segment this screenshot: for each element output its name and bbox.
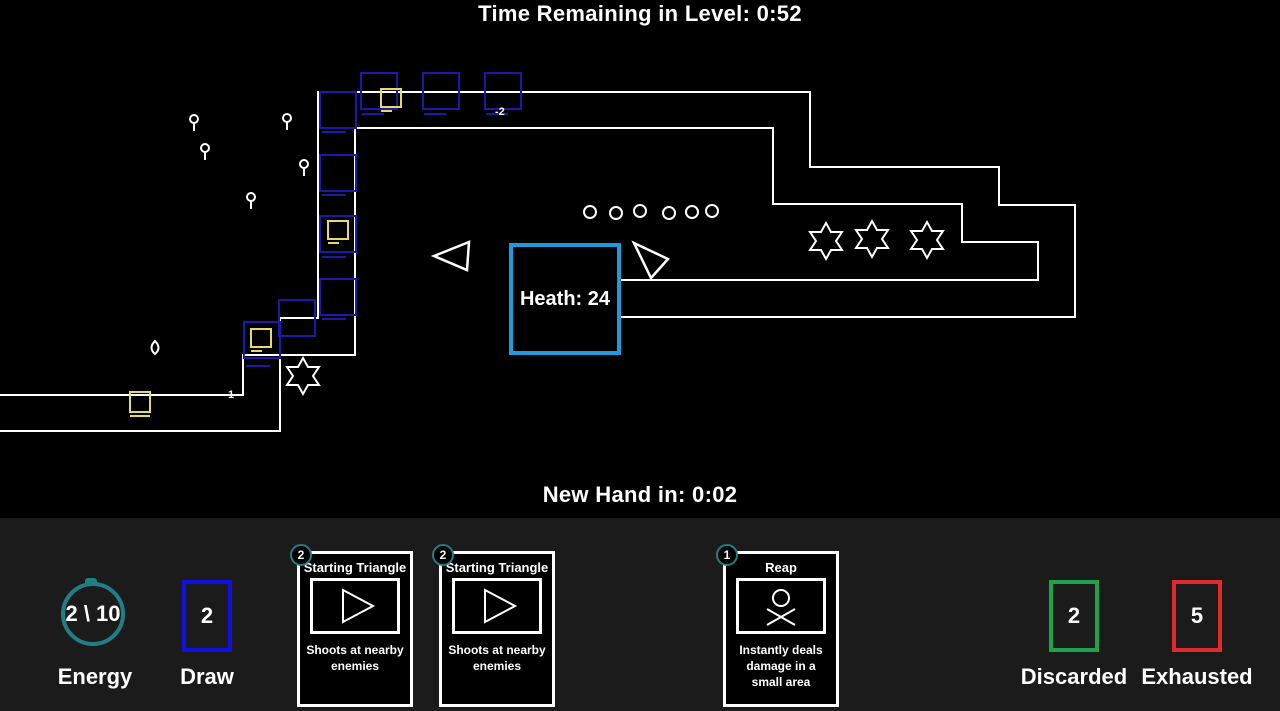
discard-pile-label: Discarded [1020, 664, 1128, 689]
tower-slot [278, 299, 316, 337]
tower-label-a: -2 [495, 106, 505, 118]
tower-slot [319, 91, 357, 129]
energy-knob-icon [85, 578, 97, 584]
card-title: Starting Triangle [303, 560, 407, 575]
drop-enemy [150, 339, 160, 356]
tower-slot [319, 278, 357, 316]
time-remaining-label: Time Remaining in Level: 0:52 [478, 1, 802, 26]
pin-enemy [200, 143, 210, 160]
discard-pile[interactable]: 2 [1049, 580, 1099, 652]
player-base: Heath: 24 [509, 243, 621, 355]
tower-grid[interactable] [243, 72, 522, 359]
card-tray [0, 518, 1280, 711]
tower-label-b: 1 [228, 389, 234, 401]
drop-enemy [685, 205, 699, 219]
drop-enemy [633, 204, 647, 218]
triangle-enemies [430, 240, 671, 281]
star-enemy [285, 355, 321, 397]
card-art [452, 578, 542, 634]
game-field[interactable]: -2 1 [0, 0, 1280, 518]
star-enemies [285, 218, 945, 397]
star-enemy [808, 220, 844, 262]
pin-enemy [189, 114, 199, 131]
pin-enemies [189, 113, 309, 209]
card-cost-badge: 2 [432, 544, 454, 566]
pin-enemy [282, 113, 292, 130]
card-description: Shoots at nearby enemies [448, 643, 546, 673]
card-art [736, 578, 826, 634]
star-enemy [854, 218, 890, 260]
drop-enemy [705, 204, 719, 218]
tower-underlines [246, 113, 508, 367]
tower-slot [484, 72, 522, 110]
exhaust-pile[interactable]: 5 [1172, 580, 1222, 652]
triangle-play-icon [484, 588, 518, 624]
card-cost-badge: 1 [716, 544, 738, 566]
hand-card[interactable]: Reap Instantly deals damage in a small a… [723, 551, 839, 707]
pin-enemy [246, 192, 256, 209]
triangle-enemy [430, 240, 471, 272]
tower-highlights [129, 88, 402, 417]
tower-slot [360, 72, 398, 110]
new-hand-timer: New Hand in: 0:02 [542, 482, 738, 507]
hand-card[interactable]: Starting Triangle Shoots at nearby enemi… [297, 551, 413, 707]
tower-slot [422, 72, 460, 110]
star-enemy [909, 219, 945, 261]
card-description: Instantly deals damage in a small area [739, 643, 823, 689]
triangle-enemy [631, 240, 671, 281]
pin-enemy [299, 159, 309, 176]
energy-meter: 2 \ 10 [61, 582, 125, 646]
card-description: Shoots at nearby enemies [306, 643, 404, 673]
tower-slot [319, 154, 357, 192]
drop-enemies [150, 204, 719, 356]
hand-card[interactable]: Starting Triangle Shoots at nearby enemi… [439, 551, 555, 707]
tower-slot [319, 215, 357, 253]
card-art [310, 578, 400, 634]
draw-pile-label: Draw [180, 664, 234, 689]
drop-enemy [583, 205, 597, 219]
drop-enemy [662, 206, 676, 220]
tower-slot [243, 321, 281, 359]
triangle-play-icon [342, 588, 376, 624]
card-cost-badge: 2 [290, 544, 312, 566]
exhaust-pile-label: Exhausted [1141, 664, 1253, 689]
skull-crossbones-icon [766, 589, 796, 626]
drop-enemy [609, 206, 623, 220]
draw-pile[interactable]: 2 [182, 580, 232, 652]
energy-label: Energy [57, 664, 133, 689]
card-title: Reap [765, 560, 797, 575]
card-title: Starting Triangle [445, 560, 549, 575]
